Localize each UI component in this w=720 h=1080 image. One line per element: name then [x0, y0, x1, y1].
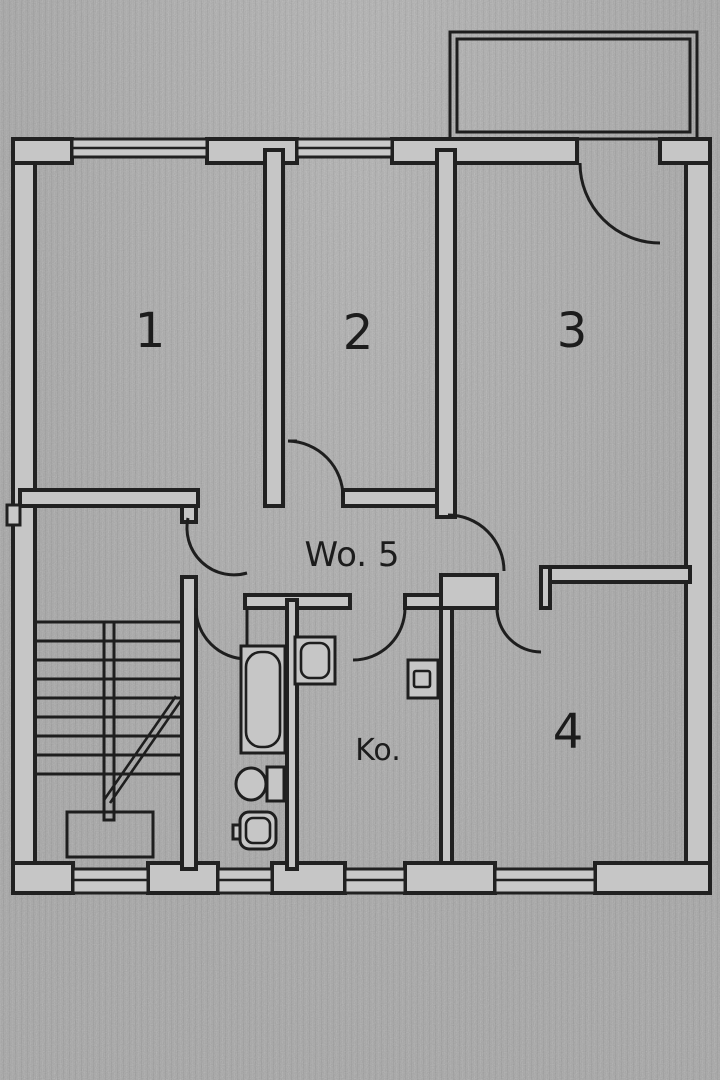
room-3-label: 3	[557, 303, 588, 359]
wall-bottom-5	[593, 861, 712, 895]
wall-bottom-3	[270, 861, 347, 895]
kitchen-label: Ko.	[355, 733, 401, 768]
wall-room2-room3	[435, 148, 457, 519]
wall-room1-bottom	[18, 488, 200, 508]
room4-door-arc	[495, 607, 542, 654]
wall-entry-jamb	[180, 504, 198, 524]
wall-room1-room2	[263, 148, 285, 508]
room2-door-arc	[287, 439, 345, 498]
wall-right	[684, 137, 712, 895]
window-room2	[295, 137, 394, 159]
window-room4	[493, 867, 597, 895]
wall-top-4	[658, 137, 712, 165]
stair-bottom-landing	[65, 810, 155, 859]
window-kitchen	[343, 867, 407, 895]
kitchen-door-arc	[352, 607, 407, 662]
wall-top-3	[390, 137, 579, 165]
labels: 1 2 3 4 Wo. 5 Ko.	[135, 303, 588, 768]
window-bath	[216, 867, 274, 895]
interior-walls	[18, 148, 692, 871]
wall-bottom-4	[403, 861, 497, 895]
room-2-label: 2	[343, 305, 374, 361]
room-4-label: 4	[553, 704, 584, 760]
staircase	[35, 620, 184, 859]
toilet-icon	[234, 765, 286, 803]
wall-bottom-1	[11, 861, 75, 895]
wall-top-1	[11, 137, 74, 165]
room3-door-arc	[447, 513, 506, 572]
stair-center-rail	[102, 620, 116, 822]
window-stairwell-bottom	[71, 867, 150, 895]
bathtub-icon	[239, 644, 287, 755]
wall-bath-kitchen	[285, 598, 299, 871]
wall-kitchen-room4	[439, 606, 454, 865]
doors	[185, 162, 661, 662]
kitchen-sink-icon	[293, 635, 337, 686]
room-1-label: 1	[135, 303, 166, 359]
balcony-door-arc	[578, 162, 661, 245]
window-stair-side	[5, 503, 22, 527]
wall-stair-bath	[180, 575, 198, 871]
wall-hall-room4	[439, 573, 499, 610]
fixtures	[231, 635, 440, 851]
wall-kitchen-top	[403, 593, 443, 610]
unit-label: Wo. 5	[304, 535, 399, 575]
windows	[5, 137, 597, 895]
wall-room2-bottom	[341, 488, 439, 508]
entry-door-arc	[185, 517, 248, 577]
window-room1	[70, 137, 209, 159]
stair-direction-line	[102, 695, 184, 804]
wall-room4-door-jamb	[539, 565, 552, 610]
stove-icon	[406, 658, 440, 700]
wall-room3-bottom	[539, 565, 692, 584]
washbasin-icon	[231, 810, 278, 851]
bath-door-arc	[194, 607, 248, 661]
